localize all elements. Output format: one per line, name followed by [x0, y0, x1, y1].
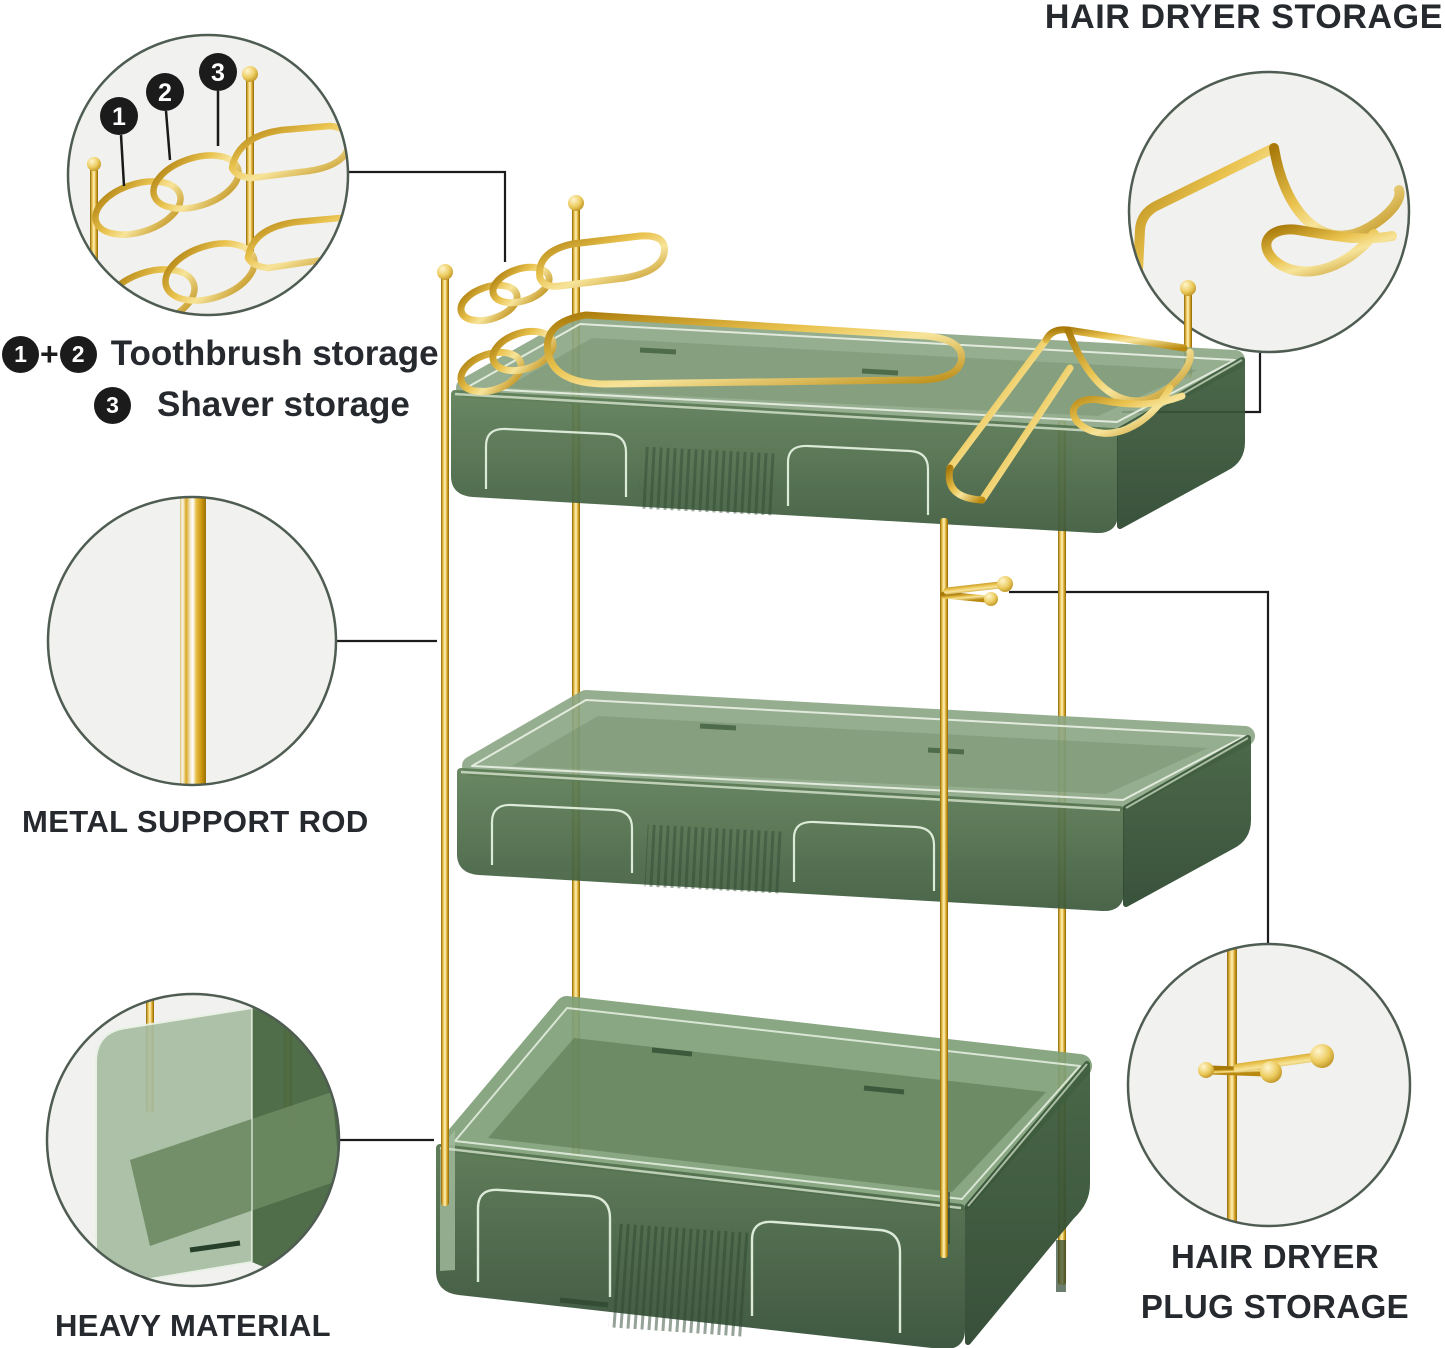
badge-1-icon [100, 97, 138, 135]
heavy-material-zoom-content [95, 994, 339, 1286]
plug-zoom-content [1198, 944, 1334, 1226]
bottom-tier [436, 996, 1092, 1348]
hairdryer-zoom-content [1131, 143, 1405, 317]
support-rod-front-right [940, 518, 948, 1258]
leader-plug [1009, 590, 1270, 943]
hairdryer-holder-wire [945, 326, 1194, 504]
badge-3-icon [199, 53, 237, 91]
badge-3-number: 3 [211, 59, 225, 87]
organizer-product [436, 195, 1255, 1348]
plug-zoom-circle [1128, 944, 1410, 1226]
toothbrush-holder-wire [457, 232, 966, 396]
badge-icons: 1 2 3 [100, 53, 237, 135]
support-rod-front-left [437, 264, 453, 1206]
hairdryer-zoom-circle [1129, 72, 1409, 352]
badge-1-number: 1 [112, 103, 126, 131]
badge-2-number: 2 [158, 79, 172, 107]
badge-2-icon [146, 73, 184, 111]
metal-rod-zoom-content [180, 497, 206, 785]
top-tier [451, 314, 1245, 534]
leader-toothbrush [349, 170, 507, 262]
plug-hook [940, 576, 1013, 606]
middle-tier [457, 690, 1255, 912]
toothbrush-zoom-circle [68, 35, 348, 315]
